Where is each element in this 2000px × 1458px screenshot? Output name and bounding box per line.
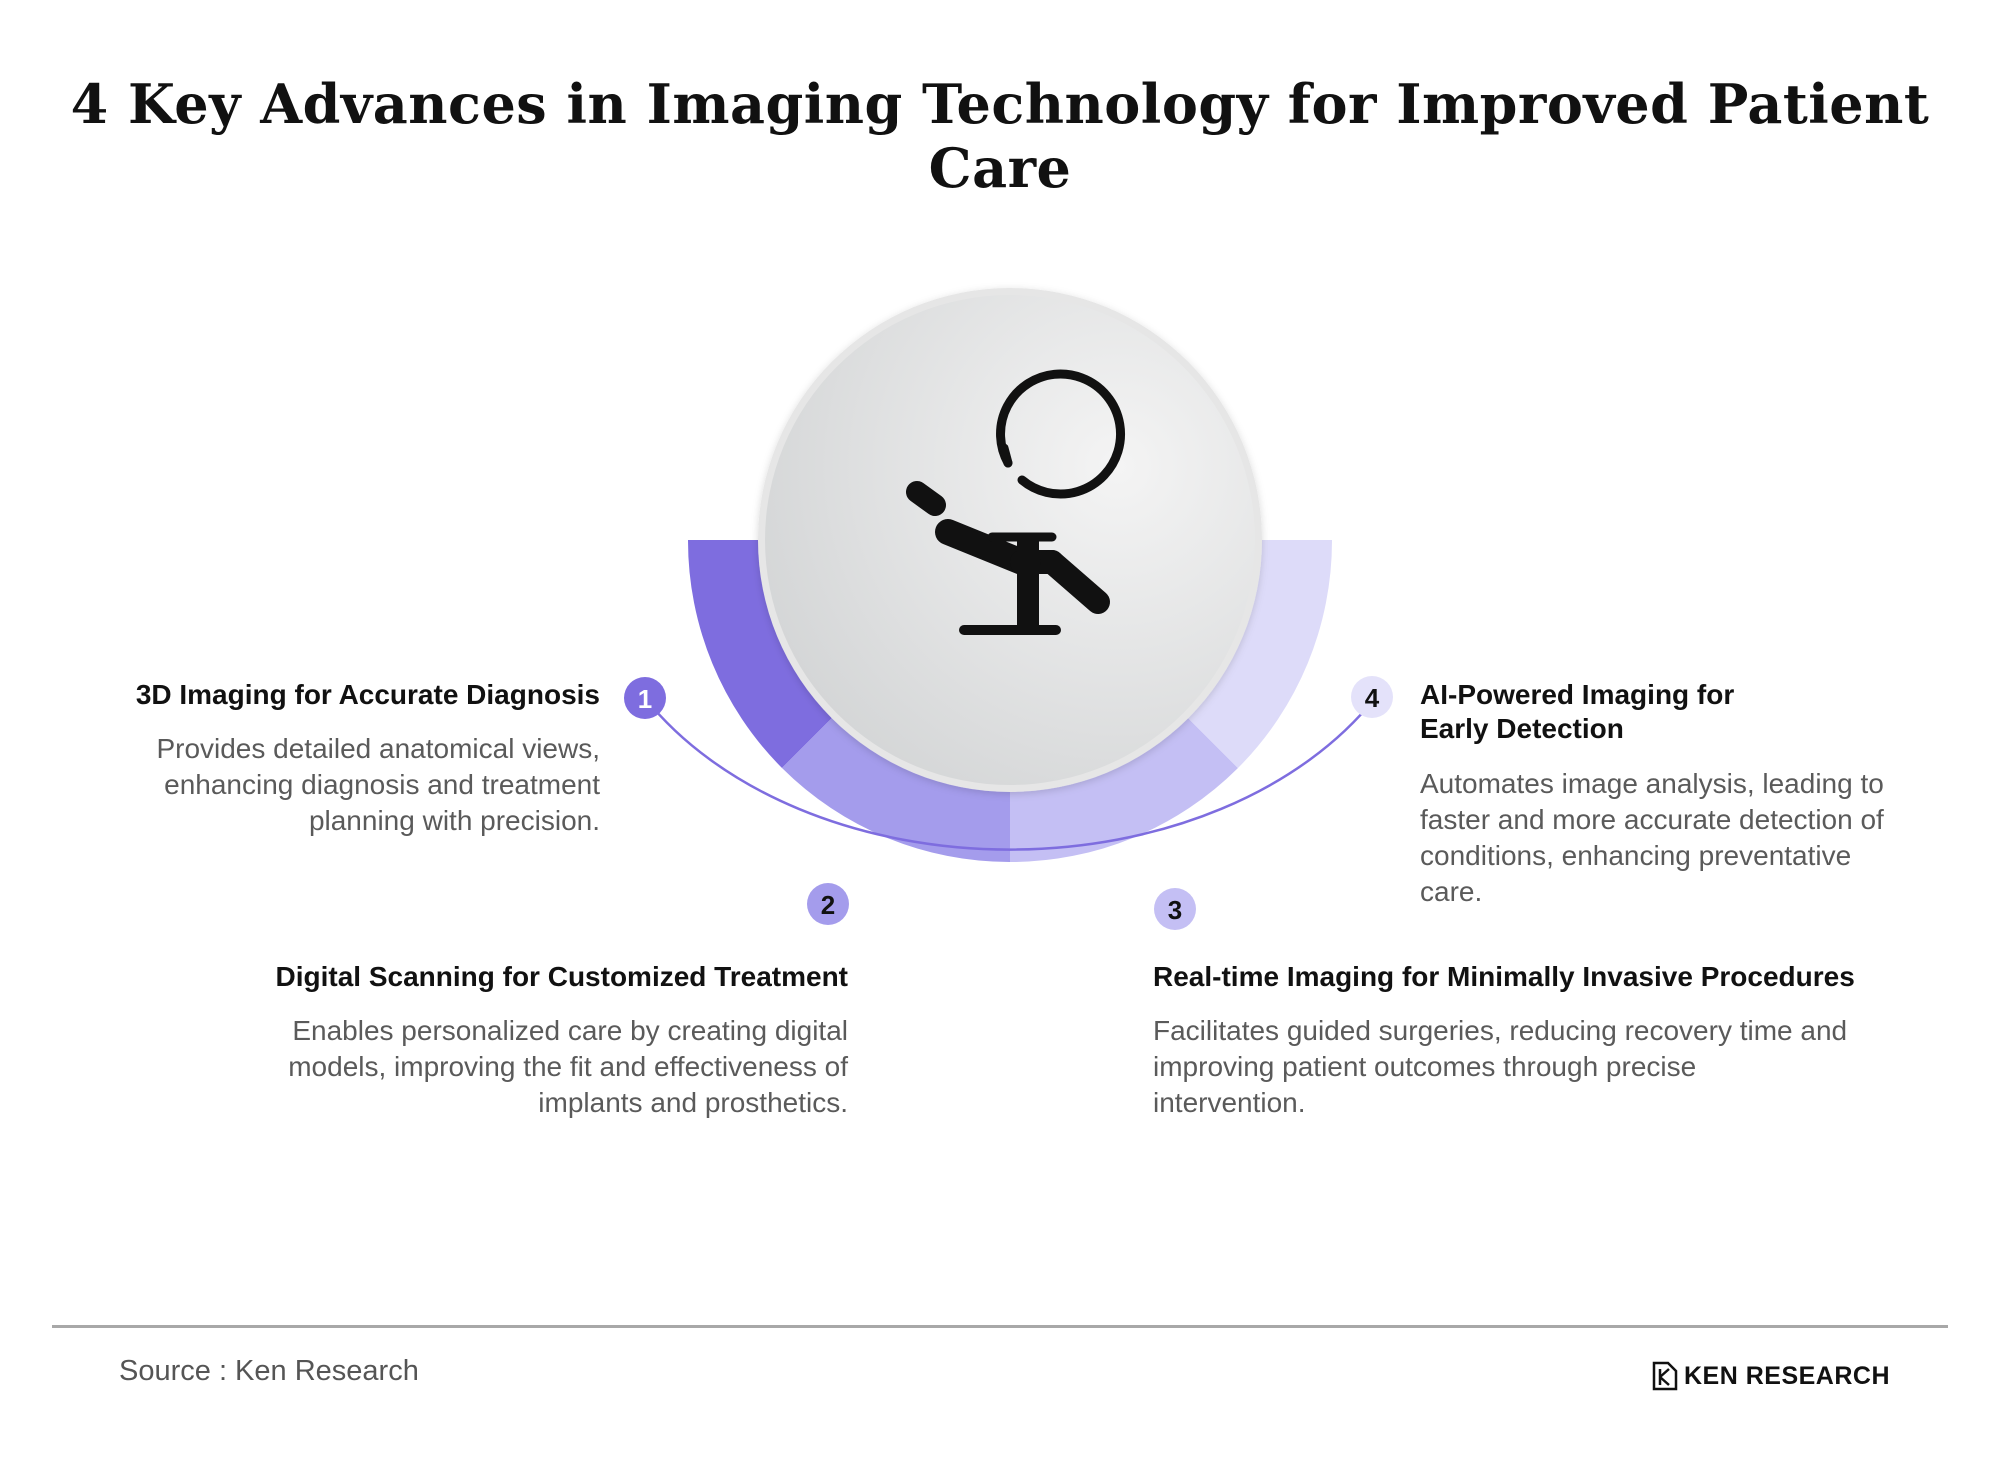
- badge-3-number: 3: [1168, 895, 1182, 925]
- badge-4: 4: [1351, 676, 1393, 718]
- ken-research-logo: KEN RESEARCH: [1652, 1356, 1890, 1396]
- item-4-title: AI-Powered Imaging for Early Detection: [1420, 679, 1735, 744]
- logo-text: KEN RESEARCH: [1684, 1361, 1891, 1390]
- item-3-description: Facilitates guided surgeries, reducing r…: [1153, 1015, 1848, 1118]
- segment-3: [1010, 717, 1238, 863]
- item-1-title: 3D Imaging for Accurate Diagnosis: [135, 679, 600, 710]
- badge-2: 2: [807, 883, 849, 925]
- item-2-description: Enables personalized care by creating di…: [288, 1015, 848, 1118]
- badge-3: 3: [1154, 888, 1196, 930]
- item-1-description: Provides detailed anatomical views, enha…: [156, 733, 600, 836]
- item-3-title: Real-time Imaging for Minimally Invasive…: [1153, 961, 1855, 992]
- segment-1: [687, 540, 833, 768]
- source-note: Source : Ken Research: [119, 1355, 419, 1387]
- badge-4-number: 4: [1365, 683, 1380, 713]
- ken-research-logo-icon: [1652, 1361, 1678, 1391]
- connector-arc: [644, 697, 1376, 851]
- segment-4: [1187, 540, 1333, 768]
- badge-1: 1: [624, 677, 666, 719]
- segment-2: [782, 717, 1010, 863]
- page-title: 4 Key Advances in Imaging Technology for…: [70, 72, 1930, 200]
- footer-divider: [52, 1325, 1948, 1328]
- dental-chair-icon: [906, 369, 1126, 635]
- item-2-title: Digital Scanning for Customized Treatmen…: [275, 961, 848, 992]
- badge-1-number: 1: [638, 684, 652, 714]
- item-4-description: Automates image analysis, leading to fas…: [1420, 768, 1884, 907]
- badge-2-number: 2: [821, 890, 835, 920]
